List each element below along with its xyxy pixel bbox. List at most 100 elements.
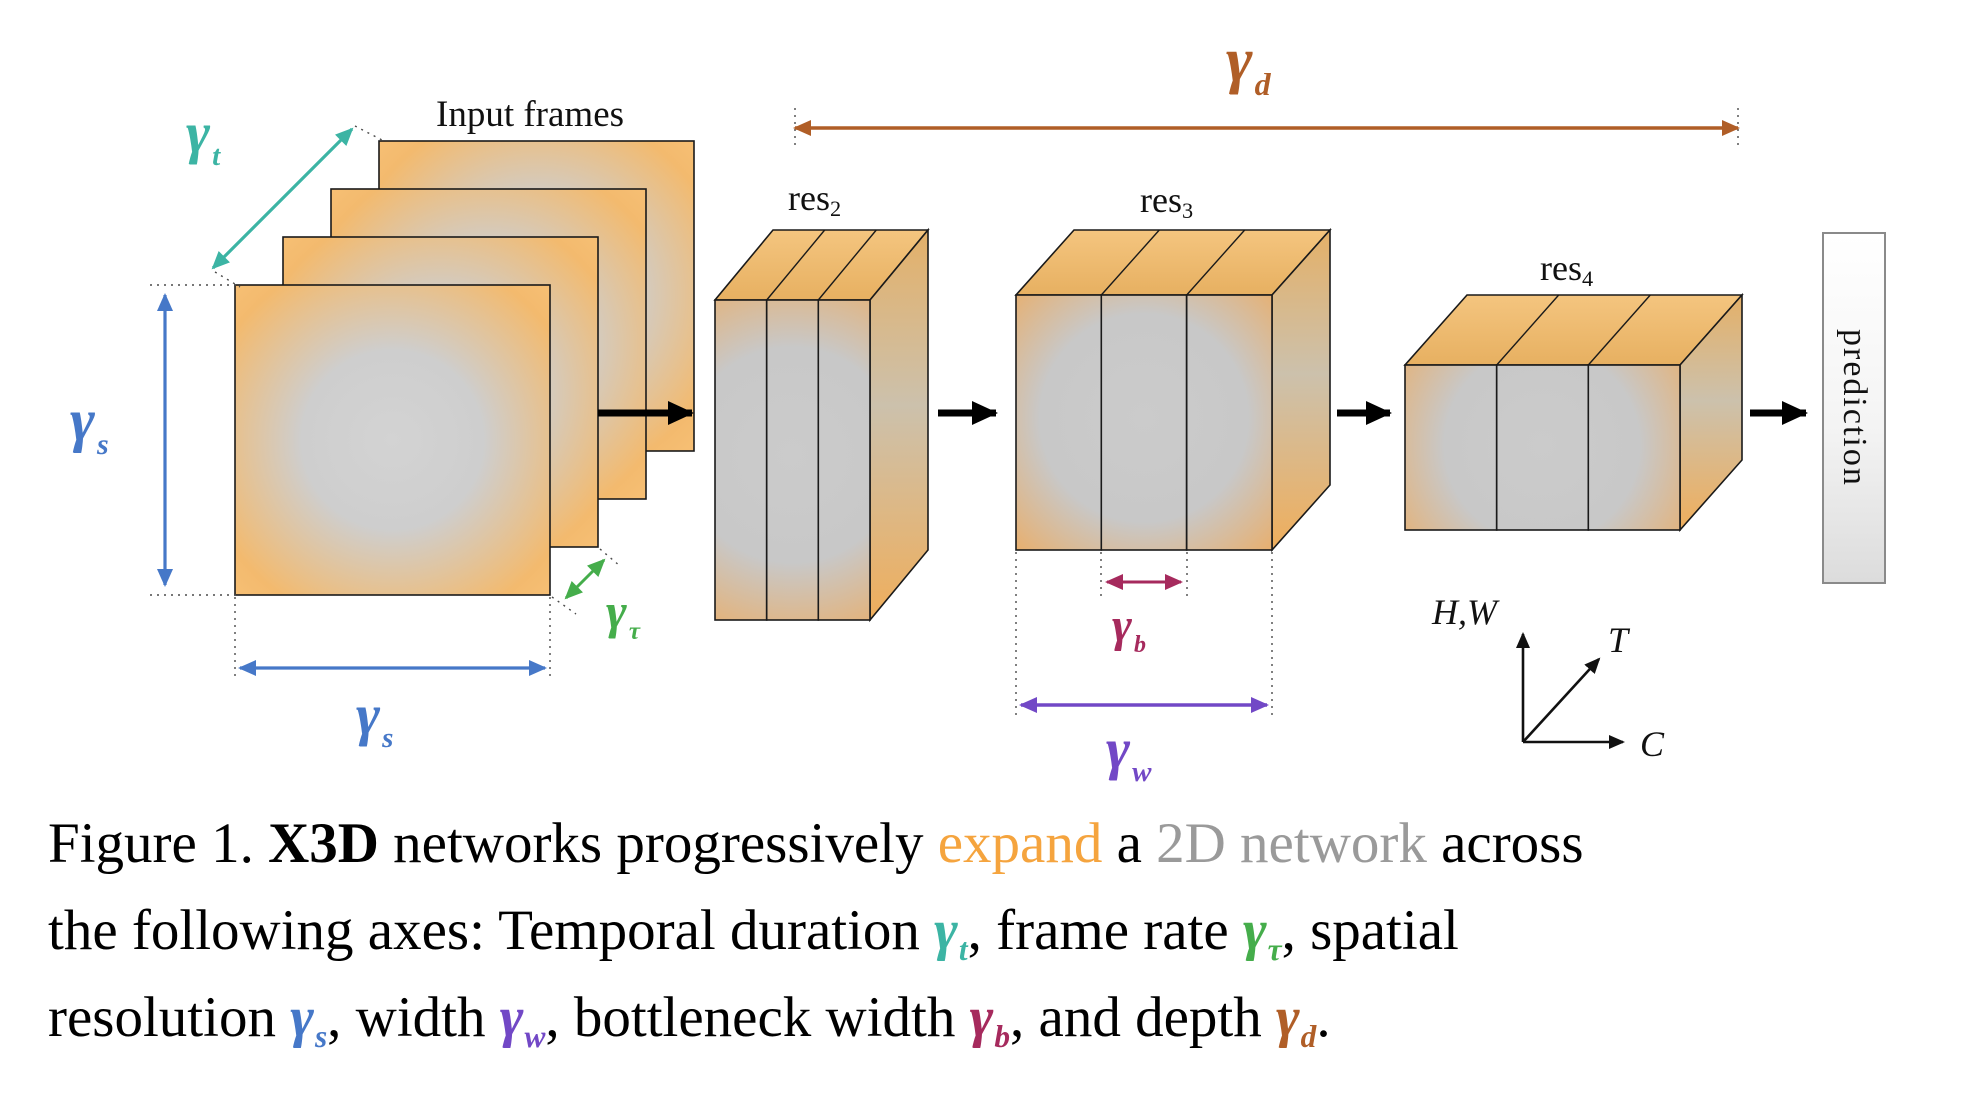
caption-text: networks progressively bbox=[378, 812, 938, 875]
res4-top-divider bbox=[1496, 294, 1560, 366]
gamma-subscript: b bbox=[1133, 631, 1146, 658]
res4-label: res4 bbox=[1540, 248, 1594, 292]
res3-slab bbox=[1100, 294, 1188, 551]
axis-arrow-t bbox=[1522, 657, 1601, 743]
gamma-w-label: γw bbox=[1106, 720, 1151, 787]
gamma-symbol: γ bbox=[290, 986, 314, 1050]
axis-hw-label: H,W bbox=[1432, 592, 1497, 632]
res3-top-divider bbox=[1186, 229, 1246, 296]
input-frames-label: Input frames bbox=[436, 94, 625, 135]
gamma-symbol: γ bbox=[969, 986, 994, 1050]
caption-expand: expand bbox=[937, 812, 1103, 875]
res2-slab bbox=[817, 299, 871, 621]
gamma-subscript: s bbox=[314, 1019, 328, 1055]
caption-gamma-s: γs bbox=[290, 986, 327, 1054]
caption-gamma-tau: γτ bbox=[1242, 899, 1282, 967]
gamma-subscript: b bbox=[994, 1019, 1011, 1055]
gamma-subscript: τ bbox=[628, 618, 640, 646]
gamma-symbol: γ bbox=[356, 682, 381, 747]
res3-label-base: res bbox=[1140, 180, 1182, 220]
caption-gamma-d: γd bbox=[1275, 986, 1316, 1054]
res4-slab bbox=[1587, 364, 1681, 531]
gamma-subscript: d bbox=[1300, 1019, 1317, 1055]
axis-t-label: T bbox=[1608, 620, 1629, 660]
res4-label-sub: 4 bbox=[1581, 266, 1594, 292]
res3-block bbox=[1014, 227, 1332, 553]
res3-slab bbox=[1015, 294, 1103, 551]
gamma-t-arrow bbox=[211, 127, 354, 270]
caption-text: , frame rate bbox=[967, 899, 1243, 963]
gamma-b-label: γb bbox=[1112, 602, 1146, 657]
caption-gamma-t: γt bbox=[934, 899, 967, 967]
gamma-subscript: w bbox=[524, 1019, 546, 1055]
res2-side-face bbox=[869, 227, 929, 623]
res2-label-sub: 2 bbox=[829, 196, 842, 222]
res2-top-divider bbox=[817, 229, 877, 301]
caption-x3d: X3D bbox=[268, 812, 379, 875]
gamma-tau-label: γτ bbox=[606, 586, 640, 644]
caption-text: the following axes: Temporal duration bbox=[48, 899, 935, 963]
res3-label-sub: 3 bbox=[1181, 198, 1194, 224]
gamma-symbol: γ bbox=[499, 986, 524, 1050]
gamma-s-horizontal-label: γs bbox=[356, 686, 393, 753]
input-frame bbox=[234, 284, 551, 596]
res2-label-base: res bbox=[788, 178, 830, 218]
prediction-label: prediction bbox=[1836, 329, 1873, 487]
caption-text: , bottleneck width bbox=[545, 986, 970, 1050]
caption-text: , spatial bbox=[1281, 899, 1459, 963]
gamma-symbol: γ bbox=[70, 387, 95, 453]
gamma-subscript: τ bbox=[1267, 932, 1282, 968]
res4-top-divider bbox=[1587, 294, 1651, 366]
gamma-symbol: γ bbox=[1242, 899, 1267, 963]
guide-line bbox=[214, 271, 241, 288]
caption-text: a bbox=[1102, 812, 1157, 875]
res2-slab bbox=[714, 299, 768, 621]
gamma-symbol: γ bbox=[606, 583, 627, 639]
gamma-subscript: t bbox=[958, 932, 968, 968]
gamma-symbol: γ bbox=[1106, 716, 1131, 781]
caption-text: . bbox=[1316, 986, 1331, 1050]
gamma-symbol: γ bbox=[1112, 599, 1132, 652]
gamma-subscript: s bbox=[382, 722, 394, 755]
input-frames-stack bbox=[234, 140, 695, 596]
axis-c-label: C bbox=[1640, 724, 1665, 764]
diagram-canvas bbox=[150, 108, 1808, 749]
res2-slab bbox=[765, 299, 820, 621]
guide-line bbox=[599, 548, 621, 567]
gamma-subscript: s bbox=[96, 427, 109, 461]
figure-caption: Figure 1. X3D networks progressively exp… bbox=[48, 800, 1973, 1062]
coordinate-axes bbox=[1516, 632, 1625, 749]
gamma-subscript: w bbox=[1132, 756, 1152, 789]
gamma-symbol: γ bbox=[1275, 986, 1300, 1050]
caption-gamma-b: γb bbox=[969, 986, 1010, 1054]
gamma-s-vertical-label: γs bbox=[70, 390, 109, 460]
res4-label-base: res bbox=[1540, 248, 1582, 288]
gamma-t-label: γt bbox=[186, 104, 220, 171]
guide-line bbox=[551, 596, 577, 615]
res2-top-divider bbox=[766, 229, 826, 301]
res3-label: res3 bbox=[1140, 180, 1194, 224]
gamma-symbol: γ bbox=[1226, 24, 1253, 95]
gamma-subscript: d bbox=[1254, 66, 1271, 103]
res4-slab bbox=[1495, 364, 1590, 531]
res2-label: res2 bbox=[788, 178, 842, 222]
res3-slab bbox=[1185, 294, 1273, 551]
caption-text: , width bbox=[327, 986, 500, 1050]
res4-block bbox=[1403, 292, 1744, 533]
caption-2d-network: 2D network bbox=[1156, 812, 1427, 875]
gamma-d-label: γd bbox=[1226, 28, 1271, 103]
caption-text: resolution bbox=[48, 986, 291, 1050]
res4-slab bbox=[1404, 364, 1498, 531]
gamma-subscript: t bbox=[212, 140, 221, 173]
res3-top-divider bbox=[1100, 229, 1160, 296]
gamma-symbol: γ bbox=[186, 100, 211, 165]
guide-line bbox=[354, 125, 383, 141]
caption-text: Figure 1. bbox=[48, 812, 269, 875]
caption-gamma-w: γw bbox=[499, 986, 546, 1054]
prediction-box: prediction bbox=[1822, 232, 1886, 584]
caption-text: across bbox=[1426, 812, 1584, 875]
gamma-symbol: γ bbox=[934, 899, 958, 963]
gamma-tau-arrow bbox=[564, 558, 606, 600]
caption-text: , and depth bbox=[1010, 986, 1276, 1050]
